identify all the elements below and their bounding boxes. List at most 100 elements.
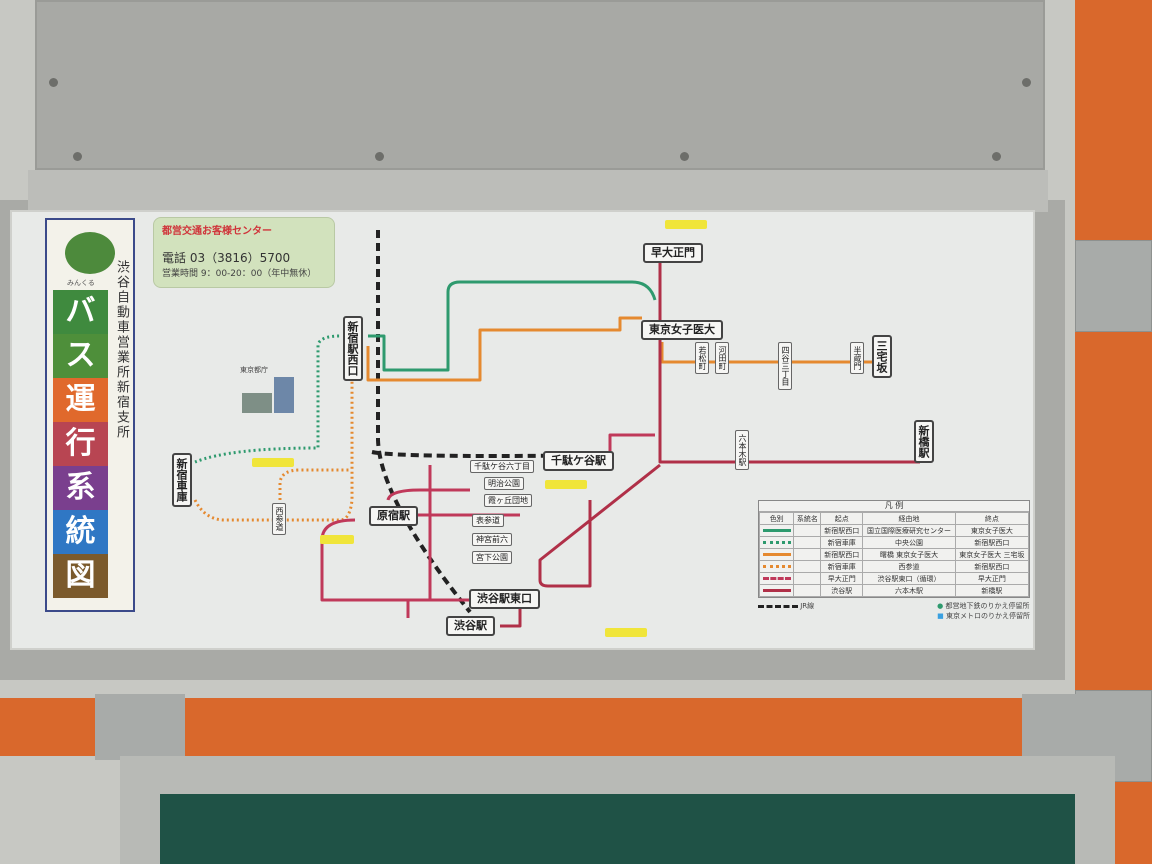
mascot-name: みんくる — [67, 279, 95, 287]
legend-title: 凡 例 — [759, 501, 1029, 512]
line-swatch — [762, 577, 791, 580]
legend-area: 凡 例 色別系統名起点経由地終点 新宿駅西口国立国際医療研究センター東京女子医大… — [758, 500, 1030, 621]
legend-via: 曙橋 東京女子医大 — [862, 548, 956, 561]
title-char: 運 — [53, 378, 108, 422]
jr-line — [376, 230, 472, 614]
subtitle: 渋谷自動車営業所新宿支所 — [114, 260, 129, 440]
rivet — [375, 152, 384, 161]
station-shibuya[interactable]: 渋谷駅 — [446, 616, 495, 636]
orange-route — [660, 342, 880, 364]
station[interactable]: 河田町 — [715, 342, 729, 374]
rivet — [73, 152, 82, 161]
legend-row: 新宿車庫西参道新宿駅西口 — [758, 560, 1030, 573]
legend-from: 新宿駅西口 — [820, 548, 864, 561]
transfer-notes: ● 都営地下鉄のりかえ停留所 ■ 東京メトロのりかえ停留所 — [937, 601, 1030, 621]
note-label — [320, 535, 354, 544]
top-panel — [35, 0, 1045, 170]
station[interactable]: 宮下公園 — [472, 551, 512, 564]
jr-legend: JR線 — [758, 601, 814, 611]
pole-joint — [1075, 240, 1152, 332]
info-title: 都営交通お客様センター — [162, 226, 272, 237]
title-char: 行 — [53, 422, 108, 466]
note-label — [605, 628, 647, 637]
orange-dotted-route — [193, 372, 354, 522]
station[interactable]: 表参道 — [472, 514, 504, 527]
legend-row: 新宿駅西口国立国際医療研究センター東京女子医大 — [758, 524, 1030, 537]
rivet — [1022, 78, 1031, 87]
legend-via: 中央公園 — [862, 536, 956, 549]
toei-icon: ● — [937, 602, 944, 610]
legend: 凡 例 色別系統名起点経由地終点 新宿駅西口国立国際医療研究センター東京女子医大… — [758, 500, 1030, 598]
legend-via: 六本木駅 — [862, 584, 956, 597]
legend-header: 起点 — [820, 512, 864, 525]
station[interactable]: 若松町 — [695, 342, 709, 374]
jr-label: JR線 — [800, 602, 815, 610]
legend-from: 新宿車庫 — [820, 560, 864, 573]
building-icon — [274, 377, 294, 413]
station-sendagaya[interactable]: 千駄ケ谷駅 — [543, 451, 614, 471]
legend-from: 新宿駅西口 — [820, 524, 864, 537]
station-shinjuku-garage[interactable]: 新宿車庫 — [172, 453, 192, 507]
legend-notes: JR線 ● 都営地下鉄のりかえ停留所 ■ 東京メトロのりかえ停留所 — [758, 601, 1030, 621]
rail-joint — [1022, 694, 1082, 760]
legend-to: 早大正門 — [954, 572, 1030, 585]
line-swatch — [762, 589, 791, 592]
legend-to: 新宿駅西口 — [954, 536, 1030, 549]
display-screen — [160, 794, 1075, 864]
red-circular-route — [320, 433, 655, 618]
note-label — [545, 480, 587, 489]
station[interactable]: 千駄ケ谷六丁目 — [470, 460, 534, 473]
line-swatch — [762, 541, 791, 544]
info-hours: 営業時間 9：00-20：00（年中無休） — [162, 269, 317, 279]
legend-row: 早大正門渋谷駅東口（循環）早大正門 — [758, 572, 1030, 585]
metro-icon: ■ — [937, 612, 944, 620]
station-waseda[interactable]: 早大正門 — [643, 243, 703, 263]
legend-header-row: 色別系統名起点経由地終点 — [758, 512, 1030, 525]
station[interactable]: 明治公園 — [484, 477, 524, 490]
station-shinjuku-nishiguchi[interactable]: 新宿駅西口 — [343, 316, 363, 381]
title-column: みんくる バ ス 運 行 系 統 図 渋谷自動車営業所新宿支所 — [45, 218, 135, 612]
station[interactable]: 神宮前六 — [472, 533, 512, 546]
metro-legend: ■ 東京メトロのりかえ停留所 — [937, 611, 1030, 621]
note-label — [665, 220, 707, 229]
toei-label: 都営地下鉄のりかえ停留所 — [945, 602, 1030, 610]
rail-joint — [95, 694, 185, 760]
station-shibuya-higashiguchi[interactable]: 渋谷駅東口 — [469, 589, 540, 609]
station-harajuku[interactable]: 原宿駅 — [369, 506, 418, 526]
station[interactable]: 霞ヶ丘団地 — [484, 494, 532, 507]
legend-row: 新宿駅西口曙橋 東京女子医大東京女子医大 三宅坂 — [758, 548, 1030, 561]
legend-header: 経由地 — [862, 512, 956, 525]
toei-legend: ● 都営地下鉄のりかえ停留所 — [937, 601, 1030, 611]
legend-via: 西参道 — [862, 560, 956, 573]
legend-to: 東京女子医大 — [954, 524, 1030, 537]
title-char: ス — [53, 334, 108, 378]
orange-route — [366, 316, 642, 382]
legend-header: 系統名 — [793, 512, 822, 525]
rivet — [680, 152, 689, 161]
green-route — [368, 280, 657, 372]
legend-header: 終点 — [954, 512, 1030, 525]
mascot-icon — [65, 232, 115, 274]
station[interactable]: 半蔵門 — [850, 342, 864, 374]
line-swatch — [762, 553, 791, 556]
station[interactable]: 四谷三丁目 — [778, 342, 792, 390]
legend-header: 色別 — [758, 512, 795, 525]
legend-from: 早大正門 — [820, 572, 864, 585]
legend-row: 新宿車庫中央公園新宿駅西口 — [758, 536, 1030, 549]
title-char: 系 — [53, 466, 108, 510]
station-twmu[interactable]: 東京女子医大 — [641, 320, 723, 340]
title-char: バ — [53, 290, 108, 334]
station-shimbashi[interactable]: 新橋駅 — [914, 420, 934, 463]
station[interactable]: 西参道 — [272, 503, 286, 535]
legend-row: 渋谷駅六本木駅新橋駅 — [758, 584, 1030, 597]
note-label — [252, 458, 294, 467]
info-tel: 電話 03（3816）5700 — [162, 251, 291, 265]
legend-to: 新橋駅 — [954, 584, 1030, 597]
metro-label: 東京メトロのりかえ停留所 — [946, 612, 1030, 620]
rivet — [992, 152, 1001, 161]
station[interactable]: 六本木駅 — [735, 430, 749, 470]
station-miyakezaka[interactable]: 三宅坂 — [872, 335, 892, 378]
legend-to: 東京女子医大 三宅坂 — [954, 548, 1030, 561]
title-char: 図 — [53, 554, 108, 598]
